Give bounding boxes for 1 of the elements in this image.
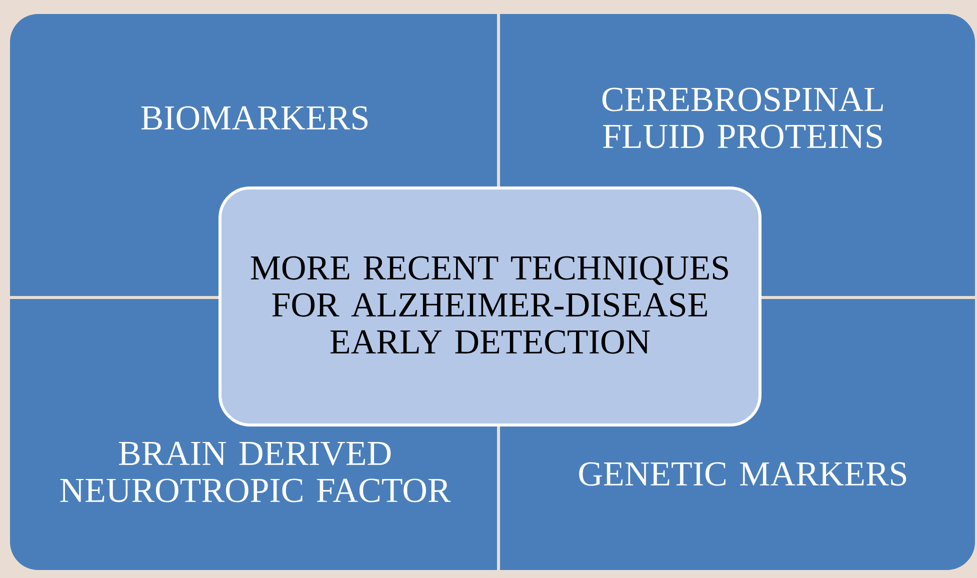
center-box: MORE RECENT TECHNIQUES FOR ALZHEIMER-DISEASE EARLY DETECTION (218, 186, 762, 426)
